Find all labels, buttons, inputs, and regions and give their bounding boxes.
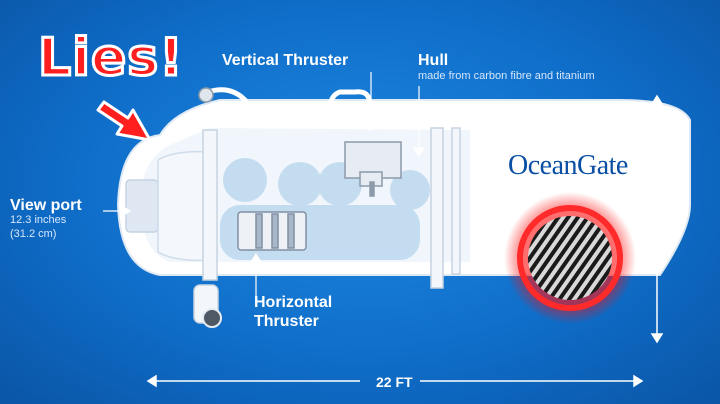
horizontal-thruster-label-2: Thruster <box>254 313 319 330</box>
view-port-label: View port <box>10 197 82 214</box>
dimension-lines <box>146 94 664 388</box>
callout-arrow <box>96 100 152 142</box>
hull-sublabel: made from carbon fibre and titanium <box>418 70 595 82</box>
horizontal-thruster-label: Horizontal <box>254 294 333 311</box>
view-port-size: 12.3 inches <box>10 214 67 226</box>
view-port-size-cm: (31.2 cm) <box>10 228 57 240</box>
hull-frame <box>193 127 461 324</box>
carbon-fibre-closeup <box>504 192 636 324</box>
bottom-light <box>202 308 222 328</box>
top-fitting <box>198 87 248 125</box>
oceangate-logo: OceanGate <box>508 150 628 181</box>
view-port-dome <box>125 150 211 262</box>
leader-lines <box>103 72 426 298</box>
horizontal-thruster <box>237 211 307 251</box>
hull-label: Hull <box>418 52 449 69</box>
vertical-thruster-label: Vertical Thruster <box>222 52 349 69</box>
lies-callout: Lies! <box>37 28 185 88</box>
vertical-thruster <box>227 89 402 197</box>
height-dimension: 9 FT <box>648 214 677 230</box>
length-dimension: 22 FT <box>376 374 413 390</box>
